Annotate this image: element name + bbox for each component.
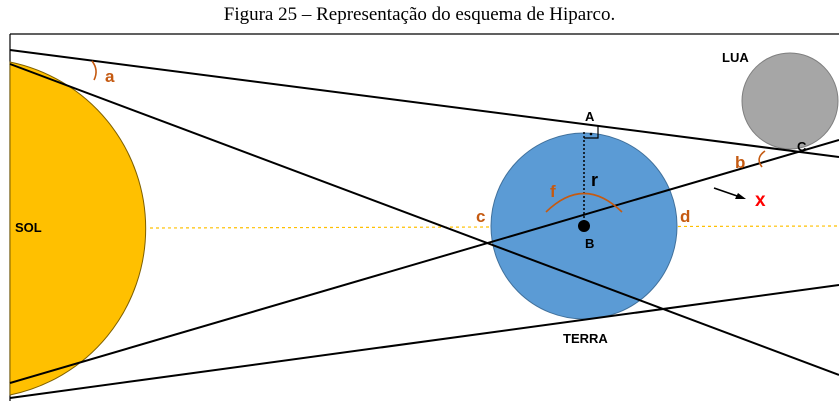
label-sun: SOL bbox=[15, 220, 42, 235]
label-moon: LUA bbox=[722, 50, 749, 65]
label-point-B: B bbox=[585, 236, 594, 251]
label-x: x bbox=[755, 190, 766, 211]
angle-f-arc bbox=[545, 192, 623, 213]
label-d: d bbox=[680, 207, 690, 226]
moon-disc bbox=[741, 52, 839, 150]
label-point-C: C bbox=[797, 139, 807, 154]
lower-crossing-line bbox=[9, 139, 839, 384]
upper-crossing-line bbox=[9, 63, 839, 376]
label-earth: TERRA bbox=[563, 331, 608, 346]
point-B-dot bbox=[578, 220, 590, 232]
arrow-icon bbox=[713, 187, 746, 199]
label-point-A: A bbox=[585, 109, 595, 124]
label-angle-b: b bbox=[735, 153, 745, 172]
angle-b-arc bbox=[758, 150, 766, 168]
lower-tangent-line bbox=[9, 284, 839, 399]
upper-tangent-line bbox=[9, 49, 839, 158]
label-c: c bbox=[476, 207, 485, 226]
figure-caption: Figura 25 – Representação do esquema de … bbox=[223, 4, 616, 25]
right-angle-marker bbox=[584, 126, 599, 139]
label-angle-f: f bbox=[550, 182, 556, 201]
angle-a-arc bbox=[91, 60, 97, 81]
label-radius-r: r bbox=[591, 170, 598, 190]
sun-disc bbox=[9, 61, 147, 396]
label-angle-a: a bbox=[105, 67, 115, 86]
construction-lines bbox=[9, 49, 839, 399]
